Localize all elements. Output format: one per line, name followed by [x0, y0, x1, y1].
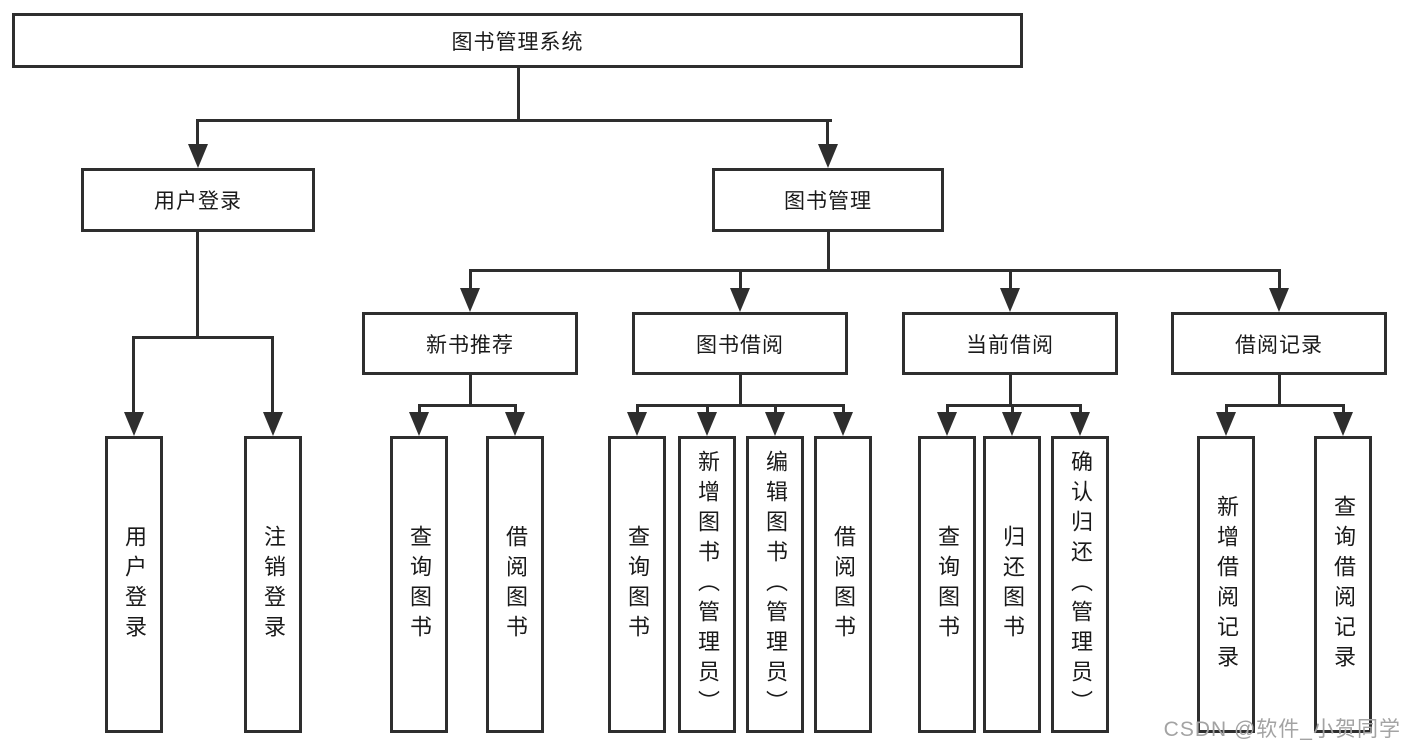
leaf-node-query-books-recommend: 查询图书	[390, 436, 448, 733]
node-label: 用户登录	[122, 524, 147, 645]
arrowhead-down	[505, 412, 525, 436]
arrowhead-down	[1002, 412, 1022, 436]
leaf-node-return-books: 归还图书	[983, 436, 1041, 733]
arrowhead-down	[697, 412, 717, 436]
line	[196, 119, 199, 147]
leaf-node-add-borrow-record: 新增借阅记录	[1197, 436, 1255, 733]
node-new-book-recommendation: 新书推荐	[362, 312, 578, 375]
node-book-borrowing: 图书借阅	[632, 312, 848, 375]
leaf-node-query-borrow-record: 查询借阅记录	[1314, 436, 1372, 733]
node-label: 注销登录	[261, 524, 286, 645]
line	[196, 119, 832, 122]
line	[1278, 375, 1281, 406]
arrowhead-down	[460, 288, 480, 312]
node-label: 确认归还（管理员）	[1068, 449, 1093, 720]
node-label: 借阅记录	[1235, 333, 1323, 357]
leaf-node-borrow-books: 借阅图书	[814, 436, 872, 733]
arrowhead-down	[627, 412, 647, 436]
leaf-node-confirm-return-admin: 确认归还（管理员）	[1051, 436, 1109, 733]
node-label: 新书推荐	[426, 333, 514, 357]
arrowhead-down	[1070, 412, 1090, 436]
leaf-node-query-books-current: 查询图书	[918, 436, 976, 733]
csdn-watermark: CSDN @软件_小贺同学	[1163, 718, 1401, 741]
node-label: 查询借阅记录	[1331, 494, 1356, 675]
line	[827, 232, 830, 272]
line	[1011, 404, 1014, 415]
arrowhead-down	[1000, 288, 1020, 312]
line	[196, 232, 199, 337]
node-label: 图书管理系统	[451, 30, 584, 54]
node-user-login: 用户登录	[81, 168, 315, 232]
line	[469, 269, 472, 291]
node-label: 查询图书	[407, 524, 432, 645]
line	[271, 336, 274, 414]
node-label: 借阅图书	[831, 524, 856, 645]
arrowhead-down	[818, 144, 838, 168]
line	[469, 375, 472, 406]
node-label: 新增图书（管理员）	[695, 449, 720, 720]
line	[418, 404, 421, 415]
line	[1009, 269, 1012, 291]
node-label: 查询图书	[935, 524, 960, 645]
line	[946, 404, 1082, 407]
leaf-node-add-books-admin: 新增图书（管理员）	[678, 436, 736, 733]
arrowhead-down	[730, 288, 750, 312]
arrowhead-down	[188, 144, 208, 168]
line	[636, 404, 639, 415]
node-borrowing-records: 借阅记录	[1171, 312, 1387, 375]
line	[1278, 269, 1281, 291]
line	[706, 404, 709, 415]
line	[418, 404, 517, 407]
line	[1225, 404, 1228, 415]
line	[739, 375, 742, 406]
node-label: 新增借阅记录	[1214, 494, 1239, 675]
line	[132, 336, 135, 414]
arrowhead-down	[833, 412, 853, 436]
line	[132, 336, 274, 339]
leaf-node-query-books-borrowing: 查询图书	[608, 436, 666, 733]
line	[739, 269, 742, 291]
node-label: 编辑图书（管理员）	[763, 449, 788, 720]
line	[1342, 404, 1345, 415]
arrowhead-down	[263, 412, 283, 436]
line	[517, 68, 520, 120]
line	[1009, 375, 1012, 406]
line	[826, 119, 829, 147]
node-label: 图书管理	[784, 190, 872, 213]
node-label: 图书借阅	[696, 333, 784, 357]
line	[774, 404, 777, 415]
node-book-management: 图书管理	[712, 168, 944, 232]
line	[469, 269, 1281, 272]
arrowhead-down	[1333, 412, 1353, 436]
leaf-node-borrow-books-recommend: 借阅图书	[486, 436, 544, 733]
leaf-node-edit-books-admin: 编辑图书（管理员）	[746, 436, 804, 733]
arrowhead-down	[124, 412, 144, 436]
line	[636, 404, 845, 407]
node-label: 当前借阅	[966, 333, 1054, 357]
node-library-management-system: 图书管理系统	[12, 13, 1023, 68]
node-label: 用户登录	[154, 190, 242, 213]
arrowhead-down	[409, 412, 429, 436]
node-label: 借阅图书	[503, 524, 528, 645]
node-label: 归还图书	[1000, 524, 1025, 645]
arrowhead-down	[937, 412, 957, 436]
arrowhead-down	[765, 412, 785, 436]
node-current-borrowing: 当前借阅	[902, 312, 1118, 375]
leaf-node-user-login: 用户登录	[105, 436, 163, 733]
line	[1225, 404, 1345, 407]
leaf-node-logout-login: 注销登录	[244, 436, 302, 733]
line	[514, 404, 517, 415]
arrowhead-down	[1269, 288, 1289, 312]
line	[1079, 404, 1082, 415]
arrowhead-down	[1216, 412, 1236, 436]
node-label: 查询图书	[625, 524, 650, 645]
line	[946, 404, 949, 415]
line	[842, 404, 845, 415]
